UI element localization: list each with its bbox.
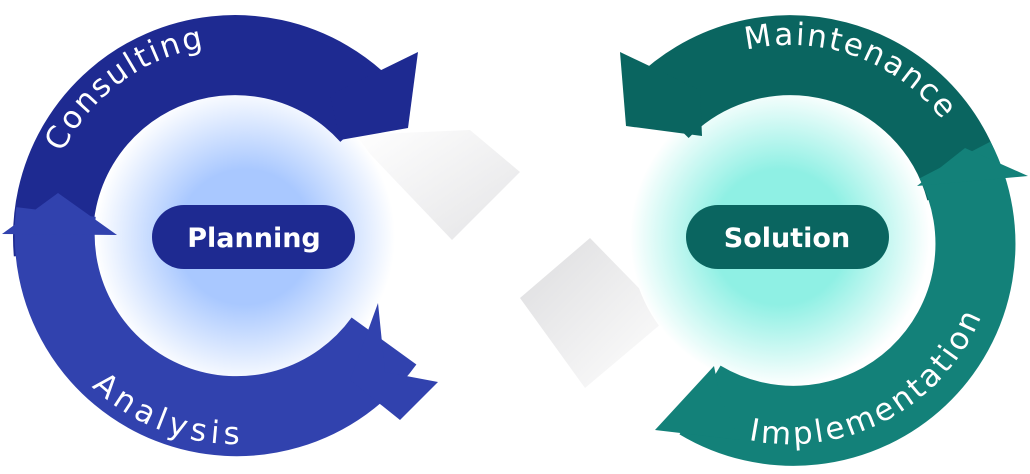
planning-pill[interactable] (152, 205, 355, 269)
implementation-arc (679, 141, 1016, 466)
consulting-arc (13, 15, 400, 257)
right-cycle: Maintenance Implementation Solution (620, 15, 1028, 466)
solution-label: Solution (724, 223, 850, 254)
analysis-arc (14, 207, 417, 457)
consulting-arrowhead (330, 52, 418, 140)
analysis-arrowhead (2, 193, 117, 235)
implementation-arrowhead (917, 148, 1028, 186)
solution-pill[interactable] (686, 205, 889, 269)
implementation-tail (655, 366, 740, 440)
ribbon-lower (520, 238, 668, 388)
maintenance-arrowhead (620, 52, 702, 136)
ribbon-upper (352, 130, 520, 240)
left-cycle: Consulting Analysis Planning (2, 15, 438, 457)
maintenance-arc (631, 15, 1005, 202)
planning-label: Planning (187, 223, 321, 254)
analysis-tail (350, 303, 438, 420)
